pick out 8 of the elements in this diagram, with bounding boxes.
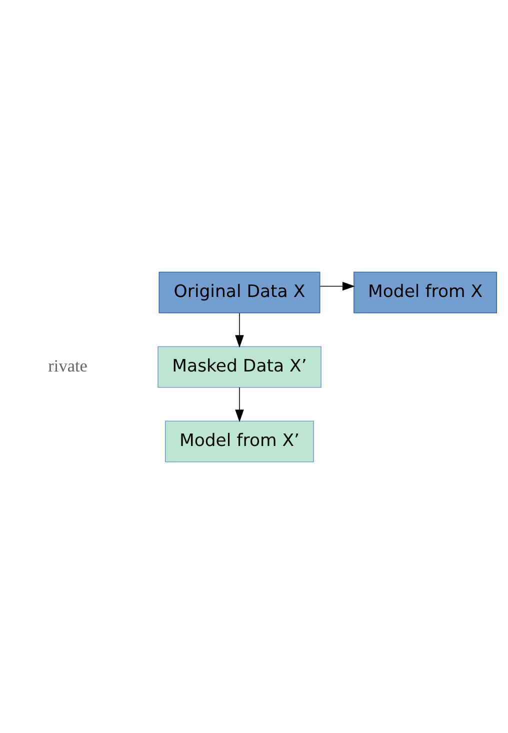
node-box: Original Data X	[158, 271, 320, 313]
label: rivate	[48, 356, 88, 375]
arrow	[235, 386, 244, 422]
node-box: Model from X’	[165, 420, 314, 462]
node-box: Masked Data X’	[158, 346, 322, 388]
node-box: Model from X	[354, 271, 498, 313]
arrow	[235, 312, 244, 348]
arrow	[320, 281, 355, 290]
